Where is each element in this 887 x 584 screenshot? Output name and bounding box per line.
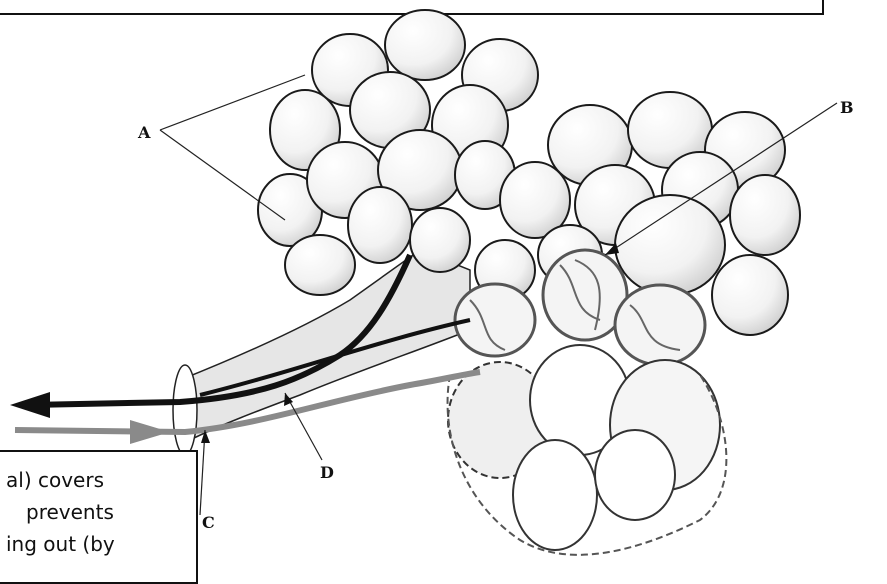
label-a: A xyxy=(137,123,151,142)
caption-line-1: al) covers xyxy=(6,468,104,492)
label-c: C xyxy=(202,513,215,532)
caption-line-2: prevents xyxy=(26,500,114,524)
label-b: B xyxy=(840,98,854,117)
alveolar-sac-section xyxy=(448,345,727,555)
caption-line-3: ing out (by xyxy=(6,532,115,556)
arrow-in-icon xyxy=(130,420,170,444)
label-d: D xyxy=(320,463,334,482)
caption-box: al) covers prevents ing out (by xyxy=(0,450,198,584)
arrow-out-icon xyxy=(10,392,50,418)
